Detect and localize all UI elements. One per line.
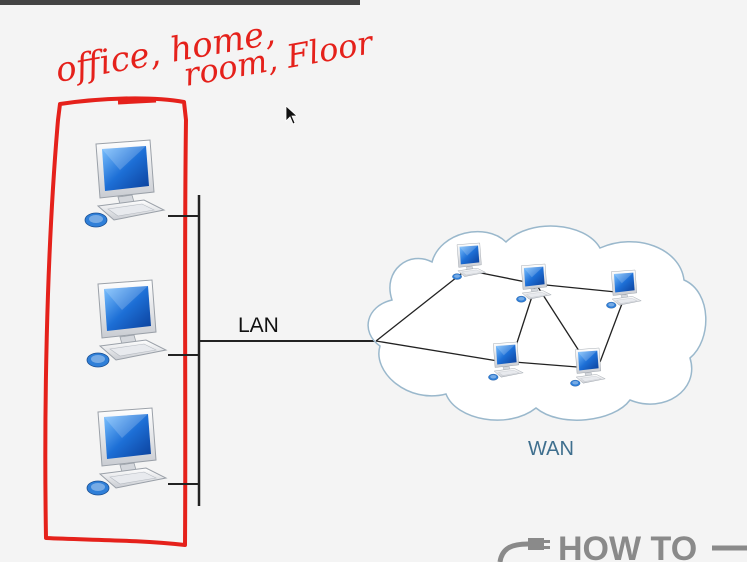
lan-label: LAN bbox=[238, 314, 279, 337]
annotation-box bbox=[43, 96, 188, 547]
howto-logo: HOW TO bbox=[497, 530, 747, 562]
lan-computer-icon-3 bbox=[86, 407, 167, 496]
annotation-box-accent bbox=[117, 97, 157, 105]
lan-computer-icon-2 bbox=[86, 279, 167, 368]
wan-cloud-icon bbox=[367, 225, 707, 421]
mouse-cursor-icon bbox=[285, 105, 299, 125]
logo-text: HOW TO bbox=[558, 530, 697, 562]
top-bar bbox=[0, 0, 360, 5]
lan-computer-icon-1 bbox=[84, 139, 165, 228]
wan-label: WAN bbox=[528, 438, 574, 460]
cable-plug-icon bbox=[528, 538, 544, 550]
